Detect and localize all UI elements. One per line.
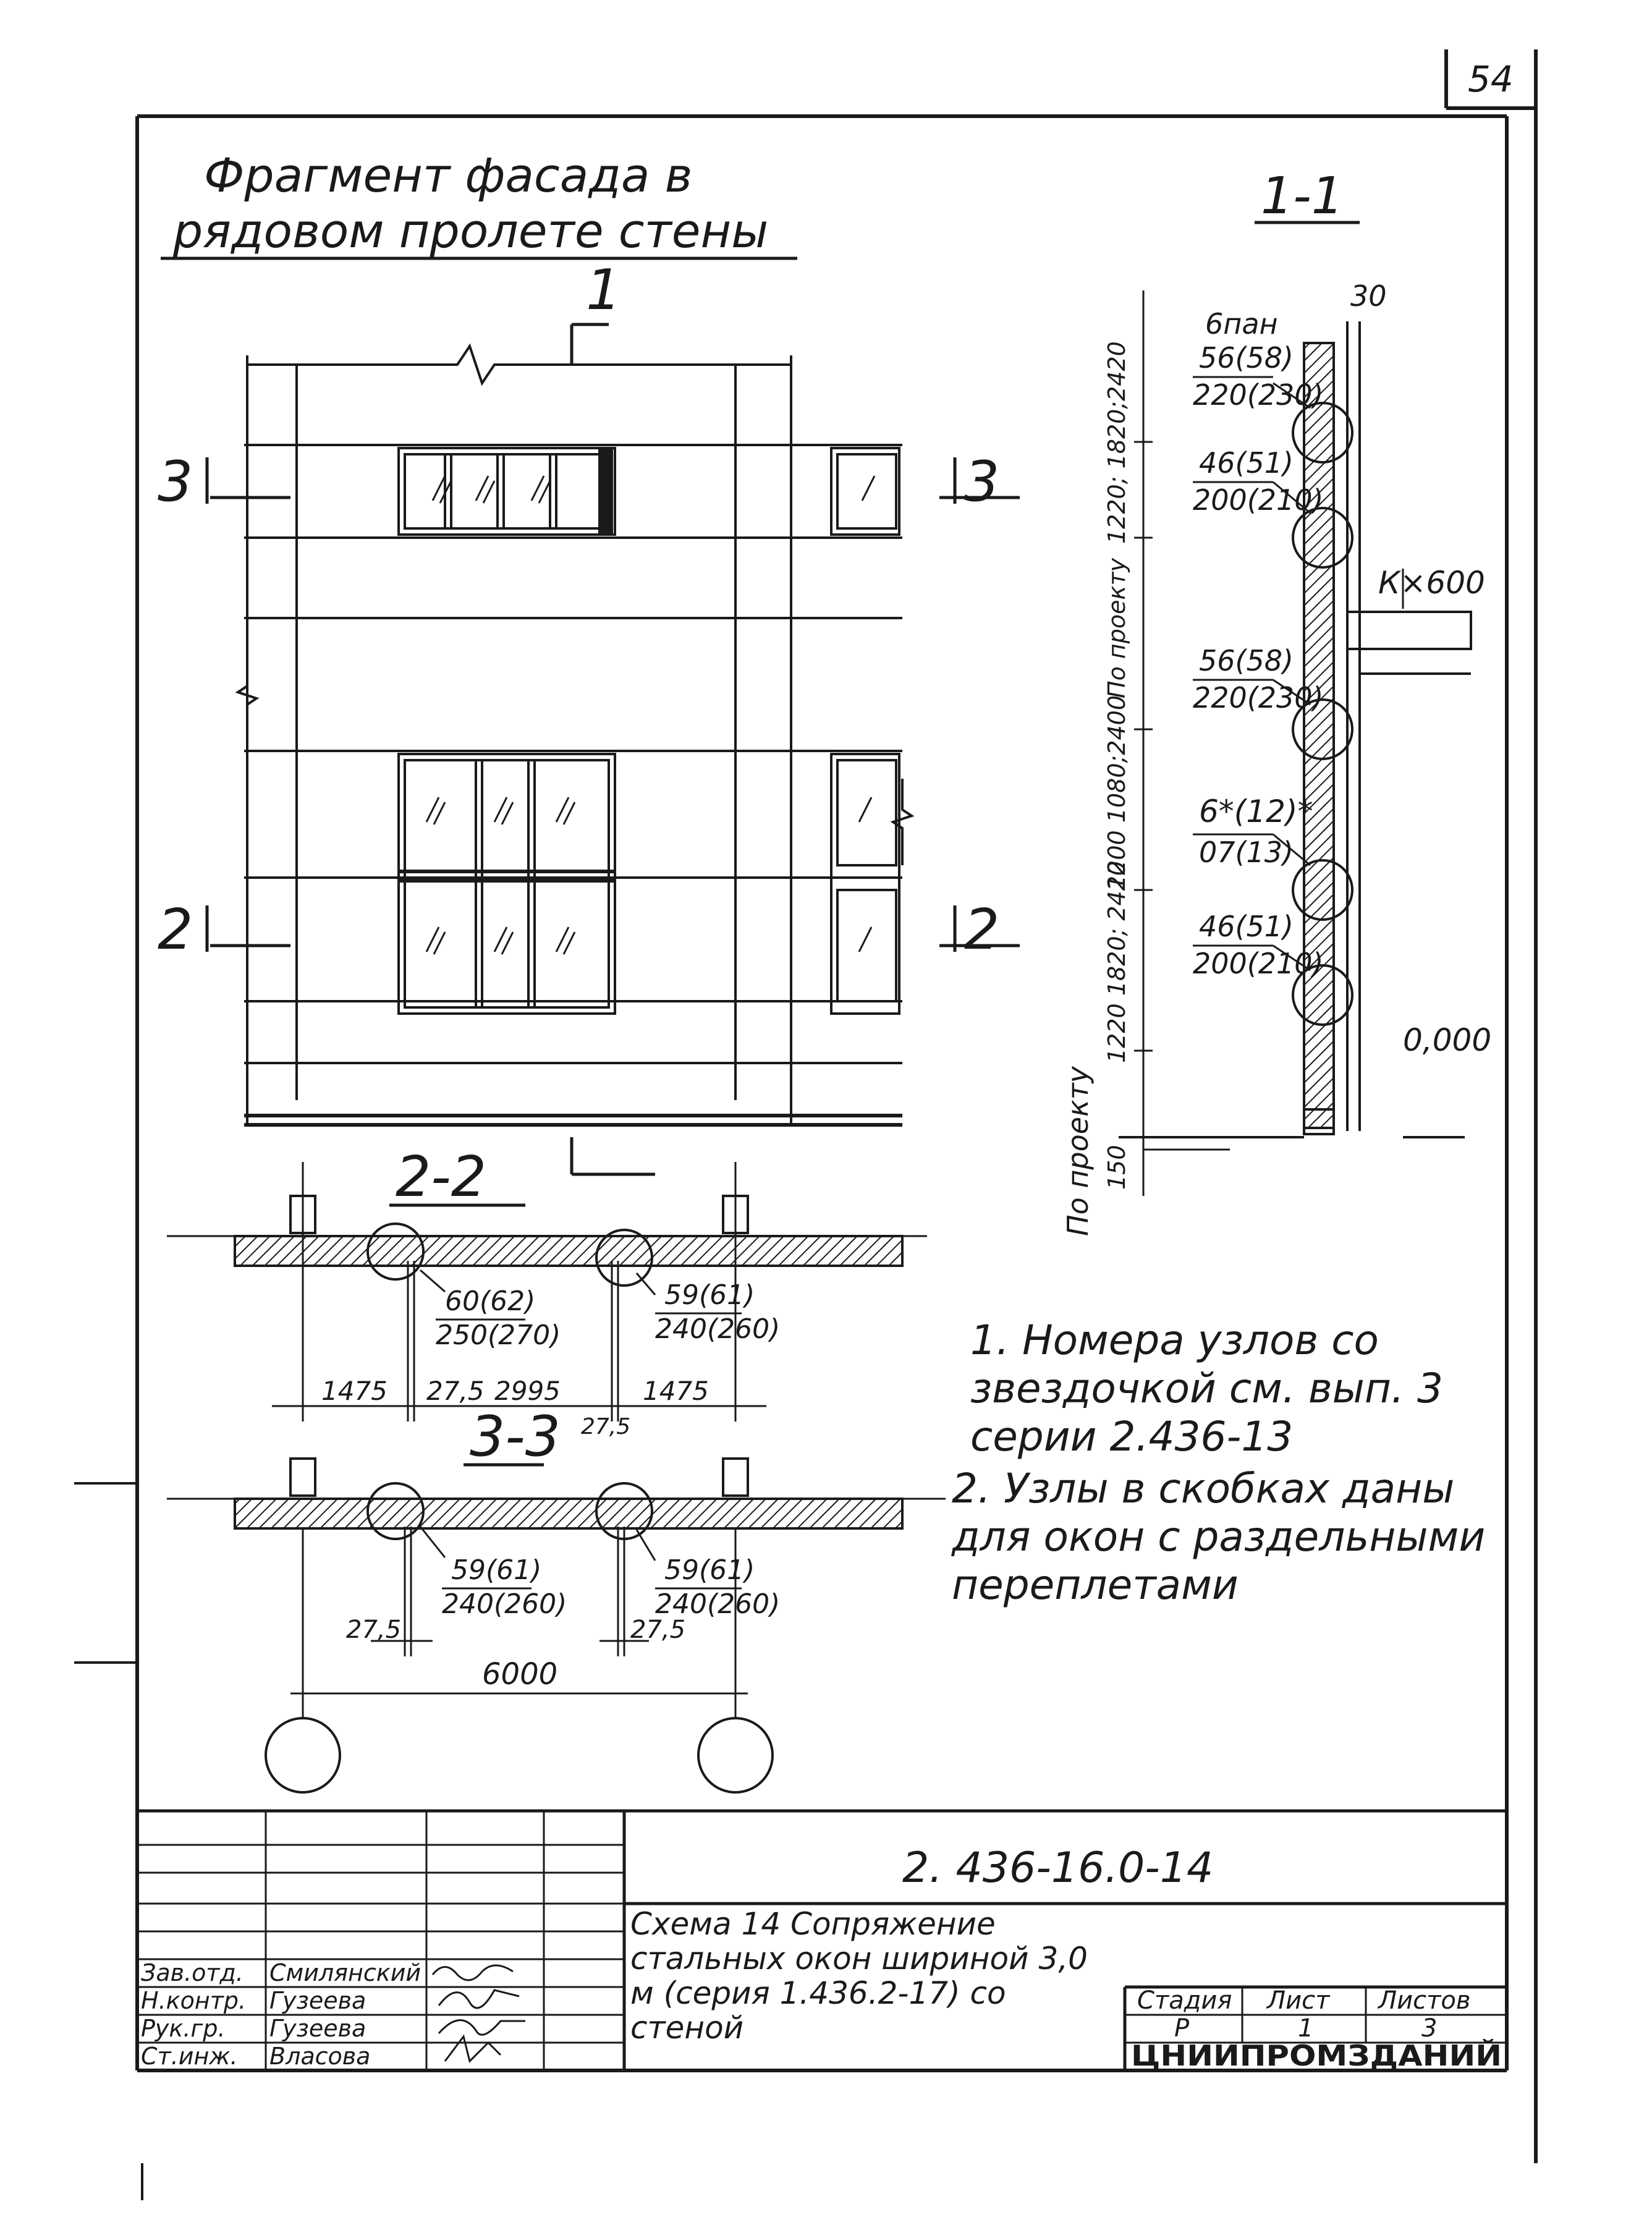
cut-2-right-label: 2 (964, 897, 999, 962)
facade-title-line2: рядовом пролете стены (172, 203, 768, 258)
node-label-bottom: 220(230) (1193, 378, 1324, 412)
signature-role: Зав.отд. (141, 1959, 244, 1986)
node-label-bottom: 200(210) (1193, 947, 1324, 980)
facade-title-line1: Фрагмент фасада в (204, 148, 692, 203)
facade-title: Фрагмент фасада в рядовом пролете стены (161, 148, 797, 260)
organization: ЦНИИПРОМЗДАНИЙ (1131, 2039, 1502, 2072)
node-label-top: 60(62) (445, 1286, 535, 1317)
signature-name: Власова (269, 2043, 370, 2070)
section-2-2: 2-2 60(62) 250(270) 59(61) 240(260) 1475… (167, 1137, 927, 1439)
sheets-label: Листов (1377, 1986, 1470, 2015)
doc-code: 2. 436-16.0-14 (902, 1844, 1213, 1892)
dim-label: 2995 (494, 1376, 561, 1406)
dim-base: 150 (1103, 1145, 1130, 1190)
note-2: 2. Узлы в скобках даны для окон с раздел… (952, 1465, 1486, 1609)
node-label-top: 56(58) (1199, 644, 1294, 677)
node-label-top: 46(51) (1199, 910, 1294, 943)
section-1-1-top-label: 6пан (1205, 307, 1278, 341)
section-1-1: 1-1 (1119, 167, 1472, 1196)
stage-value: Р (1174, 2014, 1190, 2043)
section-1-1-node-labels: 56(58) 220(230) 46(51) 200(210) 56(58) 2… (1193, 341, 1324, 980)
node-label-bottom: 240(260) (442, 1588, 567, 1620)
section-1-1-title: 1-1 (1261, 167, 1344, 226)
dim-low-row: 1200 1080;2400 (1103, 695, 1130, 890)
node-label-top: 56(58) (1199, 341, 1294, 375)
title-block (137, 1809, 1507, 2070)
facade-elevation (205, 323, 1020, 1127)
section-3-3: 3-3 59(61) 240(260) 59(61) 240(260) 27,5… (167, 1404, 946, 1794)
node-label-top: 6*(12)* (1199, 794, 1313, 829)
node-label-bottom: 200(210) (1193, 483, 1324, 517)
page-number-box: 54 (1444, 49, 1536, 110)
stage-label: Стадия (1137, 1986, 1232, 2015)
sheet-label: Лист (1266, 1986, 1331, 2015)
page-number: 54 (1468, 58, 1514, 100)
node-label-bottom: 220(230) (1193, 681, 1324, 714)
drawing-title: Схема 14 Сопряжение стальных окон ширино… (630, 1906, 1088, 2046)
node-label-bottom: 240(260) (655, 1313, 780, 1345)
dim-label: 27,5 (346, 1616, 401, 1644)
cut-1-label: 1 (586, 258, 621, 323)
node-label-bottom: 240(260) (655, 1588, 780, 1620)
section-3-3-title: 3-3 (470, 1404, 561, 1469)
slab-label: К×600 (1378, 565, 1485, 601)
signature-role: Н.контр. (141, 1987, 246, 2014)
dim-bottom-row: 1220 1820; 2420 (1103, 861, 1130, 1063)
sheets-value: 3 (1421, 2014, 1437, 2043)
section-1-1-top-dim: 30 (1350, 279, 1387, 313)
signature-name: Гузеева (269, 1987, 366, 2014)
signature-role: Рук.гр. (141, 2015, 226, 2042)
cut-3-right-label: 3 (964, 449, 999, 514)
dim-label: 1475 (321, 1376, 388, 1406)
signature-rows: Зав.отд. Смилянский Н.контр. Гузеева Рук… (141, 1959, 525, 2070)
signature-name: Гузеева (269, 2015, 366, 2042)
dim-top-row: 1220; 1820;2420 (1103, 341, 1130, 544)
cut-3-left-label: 3 (158, 449, 193, 514)
sheet-value: 1 (1298, 2014, 1313, 2043)
cut-2-left-label: 2 (158, 897, 193, 962)
node-label-top: 46(51) (1199, 446, 1294, 480)
sheet-frame (74, 49, 1538, 2200)
dim-total: 6000 (482, 1657, 557, 1692)
node-label-top: 59(61) (664, 1279, 755, 1311)
signature-role: Ст.инж. (141, 2043, 238, 2070)
dim-label: 27,5 (426, 1376, 485, 1406)
dim-label: 27,5 (630, 1616, 685, 1644)
node-label-top: 59(61) (451, 1554, 541, 1586)
signature-name: Смилянский (269, 1959, 421, 1986)
dim-label: 27,5 (581, 1414, 630, 1439)
dim-label: 1475 (643, 1376, 709, 1406)
dim-mid-row: По проекту (1103, 557, 1130, 698)
node-label-bottom: 07(13) (1199, 836, 1294, 869)
node-label-top: 59(61) (664, 1554, 755, 1586)
floor-label: По проекту (1061, 1066, 1095, 1236)
level-label: 0,000 (1403, 1022, 1491, 1058)
section-2-2-title: 2-2 (396, 1145, 486, 1210)
node-label-bottom: 250(270) (436, 1320, 561, 1351)
note-1: 1. Номера узлов со звездочкой см. вып. 3… (970, 1316, 1443, 1460)
